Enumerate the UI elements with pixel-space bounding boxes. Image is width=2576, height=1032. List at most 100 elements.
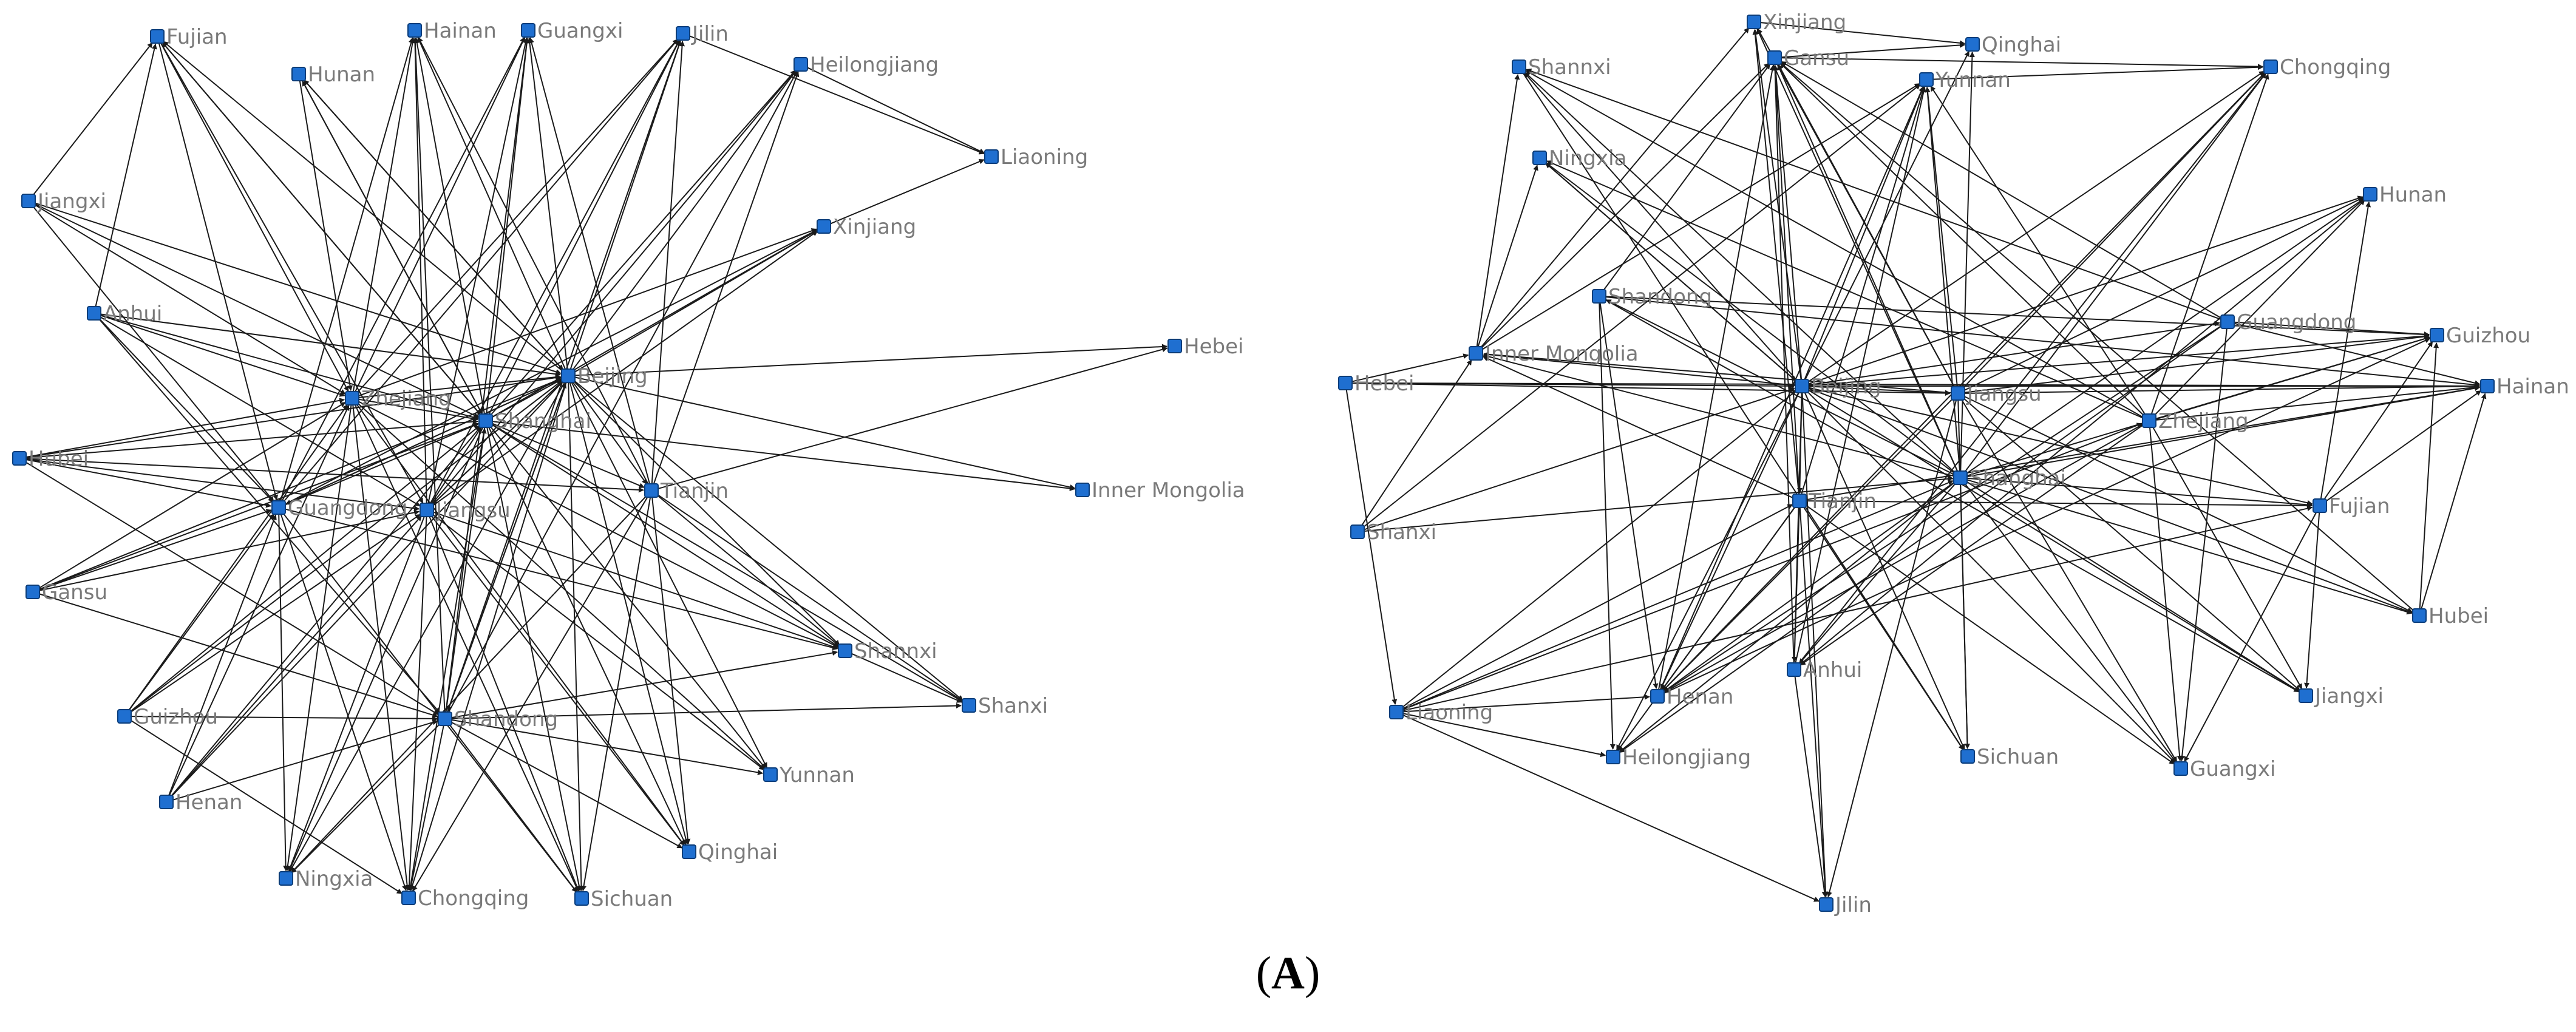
node-marker: [271, 500, 286, 515]
node-label: Liaoning: [1405, 701, 1493, 725]
edge-guangdong-to-hainan: [2234, 322, 2481, 386]
node-beijing: Beijing: [1795, 375, 1881, 399]
edge-beijing-to-ningxia: [289, 381, 566, 872]
node-liaoning: Liaoning: [1389, 701, 1493, 725]
node-label: Shannxi: [854, 639, 937, 664]
edge-henan-to-guangdong: [168, 514, 277, 796]
edge-shanghai-to-jiangxi: [1965, 481, 2300, 692]
edge-guizhou-to-shandong: [131, 716, 438, 722]
node-label: Henan: [175, 790, 242, 815]
node-marker: [25, 585, 40, 599]
edge-shanxi-to-shanghai: [1364, 476, 1953, 532]
node-label: Sichuan: [1977, 745, 2059, 769]
node-hainan: Hainan: [2480, 375, 2569, 399]
caption-letter: A: [1271, 948, 1305, 999]
node-marker: [1075, 483, 1090, 497]
edge-gansu-to-beijing: [38, 378, 562, 590]
node-marker: [1350, 524, 1365, 539]
edge-tianjin-to-yunnan: [1801, 86, 1926, 495]
node-marker: [407, 23, 422, 38]
edge-jiangsu-to-yunnan: [432, 513, 765, 770]
edge-beijing-to-shanxi: [573, 379, 963, 701]
node-shannxi: Shannxi: [1512, 55, 1611, 80]
edge-zhejiang-to-chongqing: [2150, 73, 2269, 415]
node-inner-mongolia: Inner Mongolia: [1469, 342, 1639, 366]
edge-zhejiang-to-shannxi: [1525, 70, 2144, 418]
edge-zhejiang-to-sichuan: [354, 404, 579, 892]
edge-zhejiang-to-gansu: [1779, 63, 2145, 417]
edge-fujian-to-hunan: [2320, 201, 2371, 500]
edge-shanghai-to-henan: [1663, 481, 1956, 693]
edge-liaoning-to-heilongjiang: [1402, 713, 1606, 758]
edge-zhejiang-to-qinghai: [355, 403, 685, 846]
edge-guangdong-to-xinjiang: [284, 229, 818, 505]
edge-jiangsu-to-chongqing: [1962, 72, 2266, 389]
node-guangxi: Guangxi: [521, 19, 623, 43]
edge-shanghai-to-shanxi: [491, 423, 963, 702]
edge-guangdong-to-guangxi: [2179, 328, 2228, 761]
node-label: Hainan: [424, 19, 497, 43]
node-sichuan: Sichuan: [574, 887, 673, 911]
edge-zhejiang-to-anhui: [1799, 424, 2144, 666]
edge-guangdong-to-hainan: [280, 37, 414, 501]
edge-beijing-to-sichuan: [1804, 392, 1965, 750]
node-label: Zhejiang: [2158, 409, 2249, 433]
edge-ningxia-to-beijing: [1544, 161, 1796, 382]
edge-beijing-to-guangxi: [1806, 390, 2176, 764]
edge-zhejiang-to-guizhou: [2155, 336, 2430, 419]
edge-henan-to-gansu: [1658, 64, 1775, 690]
edge-jiangsu-to-jilin: [1826, 399, 1957, 898]
node-label: Tianjin: [1808, 489, 1877, 514]
node-label: Shandong: [454, 707, 558, 732]
node-label: Beijing: [577, 364, 648, 389]
node-label: Xinjiang: [1763, 10, 1846, 35]
node-marker: [1965, 37, 1980, 52]
edge-inner-mongolia-to-xinjiang: [1480, 27, 1750, 349]
edge-beijing-to-xinjiang: [1753, 29, 1802, 380]
edge-shanghai-to-hainan: [1966, 385, 2481, 478]
edge-shanghai-to-shannxi: [491, 424, 839, 647]
node-label: Jilin: [1834, 893, 1872, 917]
node-label: Chongqing: [2280, 55, 2391, 80]
edge-shandong-to-beijing: [446, 382, 567, 713]
edge-tianjin-to-qinghai: [651, 497, 691, 844]
node-marker: [2363, 187, 2377, 202]
edge-tianjin-to-shannxi: [656, 494, 840, 647]
node-marker: [1469, 346, 1483, 361]
node-xinjiang: Xinjiang: [817, 215, 916, 239]
node-label: Hubei: [29, 447, 89, 471]
node-label: Guizhou: [134, 705, 218, 729]
node-label: Henan: [1667, 685, 1733, 709]
edge-gansu-to-shandong: [39, 593, 438, 718]
edge-shandong-to-shanxi: [451, 703, 962, 719]
edge-inner-mongolia-to-shannxi: [1476, 73, 1520, 347]
edge-tianjin-to-sichuan: [581, 497, 651, 892]
edge-anhui-to-beijing: [100, 313, 562, 377]
node-yunnan: Yunnan: [1919, 68, 2011, 92]
node-marker: [1787, 662, 1801, 677]
node-guizhou: Guizhou: [117, 705, 218, 729]
node-sichuan: Sichuan: [1960, 745, 2059, 769]
edge-shanghai-to-heilongjiang: [1619, 481, 1956, 753]
node-label: Shanghai: [1969, 466, 2066, 491]
edge-zhejiang-to-hainan: [2155, 384, 2480, 421]
edge-tianjin-to-inner-mongolia: [1483, 356, 1794, 499]
edge-guangdong-to-guangxi: [281, 36, 525, 502]
node-marker: [2173, 761, 2188, 776]
node-marker: [87, 306, 101, 321]
edge-anhui-to-jiangsu: [99, 316, 421, 507]
edge-shannxi-to-sichuan: [1522, 72, 1964, 750]
edge-hebei-to-liaoning: [1345, 389, 1398, 705]
node-label: Hebei: [1354, 372, 1414, 396]
edge-jiangsu-to-xinjiang: [432, 230, 818, 507]
node-label: Tianjin: [660, 479, 729, 503]
edge-shandong-to-shanghai: [445, 427, 487, 713]
edge-beijing-to-shannxi: [1523, 72, 1798, 382]
node-beijing: Beijing: [561, 364, 648, 389]
node-label: Anhui: [103, 302, 162, 326]
edge-jiangsu-to-guangxi: [1960, 398, 2178, 762]
edge-liaoning-to-henan: [1402, 694, 1650, 713]
edge-beijing-to-heilongjiang: [571, 70, 797, 371]
node-marker: [838, 643, 852, 658]
node-label: Hainan: [2496, 375, 2569, 399]
